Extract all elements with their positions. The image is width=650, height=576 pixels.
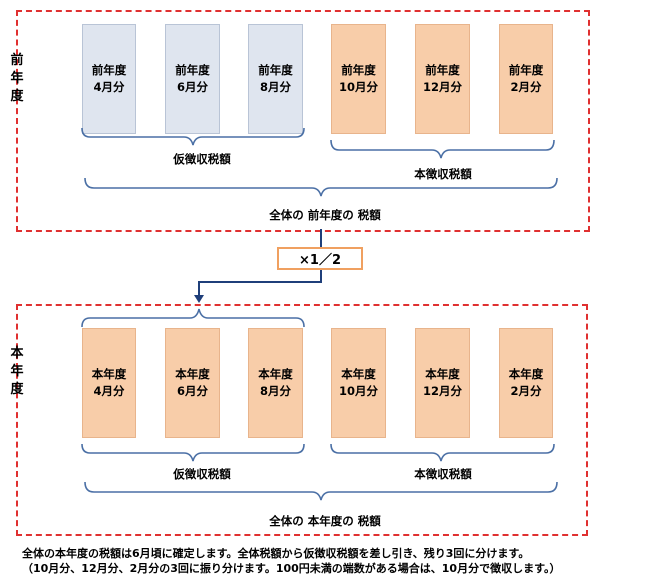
prev-year-provisional-label: 仮徴収税額 bbox=[173, 152, 231, 166]
this-top-brace bbox=[81, 308, 305, 328]
this-main-brace bbox=[330, 443, 555, 462]
box-line1: 本年度 bbox=[508, 367, 544, 381]
prev-year-frame bbox=[16, 10, 590, 232]
prev-provisional-brace bbox=[81, 127, 305, 146]
prev-total-brace bbox=[84, 177, 558, 197]
prev-year-side-char-3: 度 bbox=[10, 89, 24, 104]
prev-year-side-char-1: 前 bbox=[10, 53, 24, 68]
prev-year-side-label: 前 年 度 bbox=[9, 52, 25, 106]
box-line2: 10月分 bbox=[338, 384, 378, 398]
box-line1: 本年度 bbox=[91, 367, 127, 381]
box-line1: 前年度 bbox=[508, 63, 544, 77]
box-line1: 本年度 bbox=[258, 367, 293, 381]
note-line-1: 全体の本年度の税額は6月頃に確定します。全体税額から仮徴収税額を差し引き、残り3… bbox=[22, 547, 530, 560]
prev-year-oct-box: 前年度 10月分 bbox=[331, 24, 386, 134]
prev-year-total-label: 全体の 前年度の 税額 bbox=[269, 208, 381, 222]
this-year-apr-box: 本年度 4月分 bbox=[82, 328, 136, 438]
prev-year-main-label: 本徴収税額 bbox=[414, 167, 472, 181]
box-line1: 本年度 bbox=[175, 367, 210, 381]
this-year-total-label: 全体の 本年度の 税額 bbox=[269, 514, 381, 528]
this-year-jun-box: 本年度 6月分 bbox=[165, 328, 220, 438]
box-line2: 4月分 bbox=[93, 384, 125, 398]
this-total-brace bbox=[84, 481, 558, 501]
this-year-side-label: 本 年 度 bbox=[9, 345, 25, 399]
prev-year-apr-box: 前年度 4月分 bbox=[82, 24, 136, 134]
this-provisional-brace bbox=[81, 443, 305, 462]
this-year-feb-box: 本年度 2月分 bbox=[499, 328, 553, 438]
this-year-frame bbox=[16, 304, 588, 536]
box-line1: 前年度 bbox=[258, 63, 293, 77]
this-year-dec-box: 本年度 12月分 bbox=[415, 328, 470, 438]
this-year-oct-box: 本年度 10月分 bbox=[331, 328, 386, 438]
prev-year-aug-box: 前年度 8月分 bbox=[248, 24, 303, 134]
box-line1: 前年度 bbox=[341, 63, 376, 77]
prev-year-side-char-2: 年 bbox=[10, 71, 24, 86]
prev-year-jun-box: 前年度 6月分 bbox=[165, 24, 220, 134]
box-line2: 8月分 bbox=[259, 80, 291, 94]
box-line1: 前年度 bbox=[91, 63, 127, 77]
flow-arrow-line bbox=[198, 229, 322, 297]
prev-year-feb-box: 前年度 2月分 bbox=[499, 24, 553, 134]
multiplier-box: ×1／2 bbox=[277, 247, 363, 270]
box-line2: 2月分 bbox=[510, 80, 542, 94]
note-line-2: （10月分、12月分、2月分の3回に振り分けます。100円未満の端数がある場合は… bbox=[22, 562, 561, 575]
box-line1: 前年度 bbox=[425, 63, 460, 77]
flow-arrow-head bbox=[194, 295, 204, 303]
box-line2: 6月分 bbox=[176, 80, 208, 94]
box-line2: 2月分 bbox=[510, 384, 542, 398]
box-line1: 本年度 bbox=[425, 367, 460, 381]
box-line1: 本年度 bbox=[341, 367, 376, 381]
box-line2: 12月分 bbox=[422, 80, 462, 94]
this-year-side-char-2: 年 bbox=[10, 364, 24, 379]
this-year-aug-box: 本年度 8月分 bbox=[248, 328, 303, 438]
box-line2: 4月分 bbox=[93, 80, 125, 94]
this-year-side-char-1: 本 bbox=[10, 346, 24, 361]
prev-year-dec-box: 前年度 12月分 bbox=[415, 24, 470, 134]
this-year-side-char-3: 度 bbox=[10, 382, 24, 397]
prev-main-brace bbox=[330, 139, 555, 159]
this-year-main-label: 本徴収税額 bbox=[414, 467, 472, 481]
box-line1: 前年度 bbox=[175, 63, 210, 77]
box-line2: 10月分 bbox=[338, 80, 378, 94]
box-line2: 12月分 bbox=[422, 384, 462, 398]
box-line2: 8月分 bbox=[259, 384, 291, 398]
this-year-provisional-label: 仮徴収税額 bbox=[173, 467, 231, 481]
box-line2: 6月分 bbox=[176, 384, 208, 398]
